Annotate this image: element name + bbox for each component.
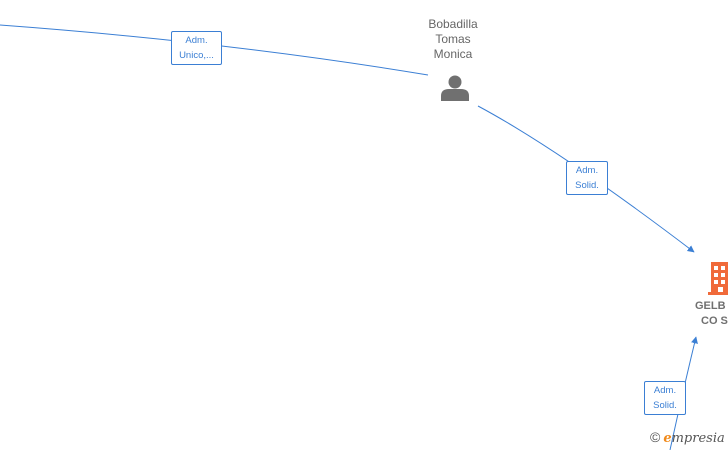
copyright-symbol: ©	[650, 429, 661, 445]
edge-label-line: Adm.	[185, 35, 208, 46]
person-name[interactable]: Bobadilla Tomas Monica	[413, 17, 493, 62]
edge-label-adm-solid-2[interactable]: Adm. Solid.	[644, 381, 686, 415]
edge-label-adm-unico[interactable]: Adm. Unico,...	[171, 31, 222, 65]
edge-label-line: Adm.	[653, 385, 677, 396]
person-name-line: Tomas	[435, 32, 471, 46]
person-name-line: Bobadilla	[428, 17, 478, 31]
person-name-line: Monica	[433, 47, 473, 61]
edge-label-line: Unico,...	[179, 50, 214, 61]
edge-label-line: Adm.	[575, 165, 599, 176]
company-name[interactable]: GELB CO S	[695, 299, 728, 329]
company-name-line: GELB	[695, 300, 726, 312]
edge-label-line: Solid.	[653, 400, 677, 411]
brand-watermark: ©empresia	[650, 429, 725, 447]
building-icon[interactable]	[708, 262, 728, 295]
edge-label-line: Solid.	[575, 180, 599, 191]
brand-logo-initial: e	[663, 431, 672, 446]
brand-logo-text: mpresia	[671, 431, 725, 446]
person-icon[interactable]	[441, 75, 469, 102]
company-name-line: CO S	[701, 315, 728, 327]
edge-label-adm-solid-1[interactable]: Adm. Solid.	[566, 161, 608, 195]
